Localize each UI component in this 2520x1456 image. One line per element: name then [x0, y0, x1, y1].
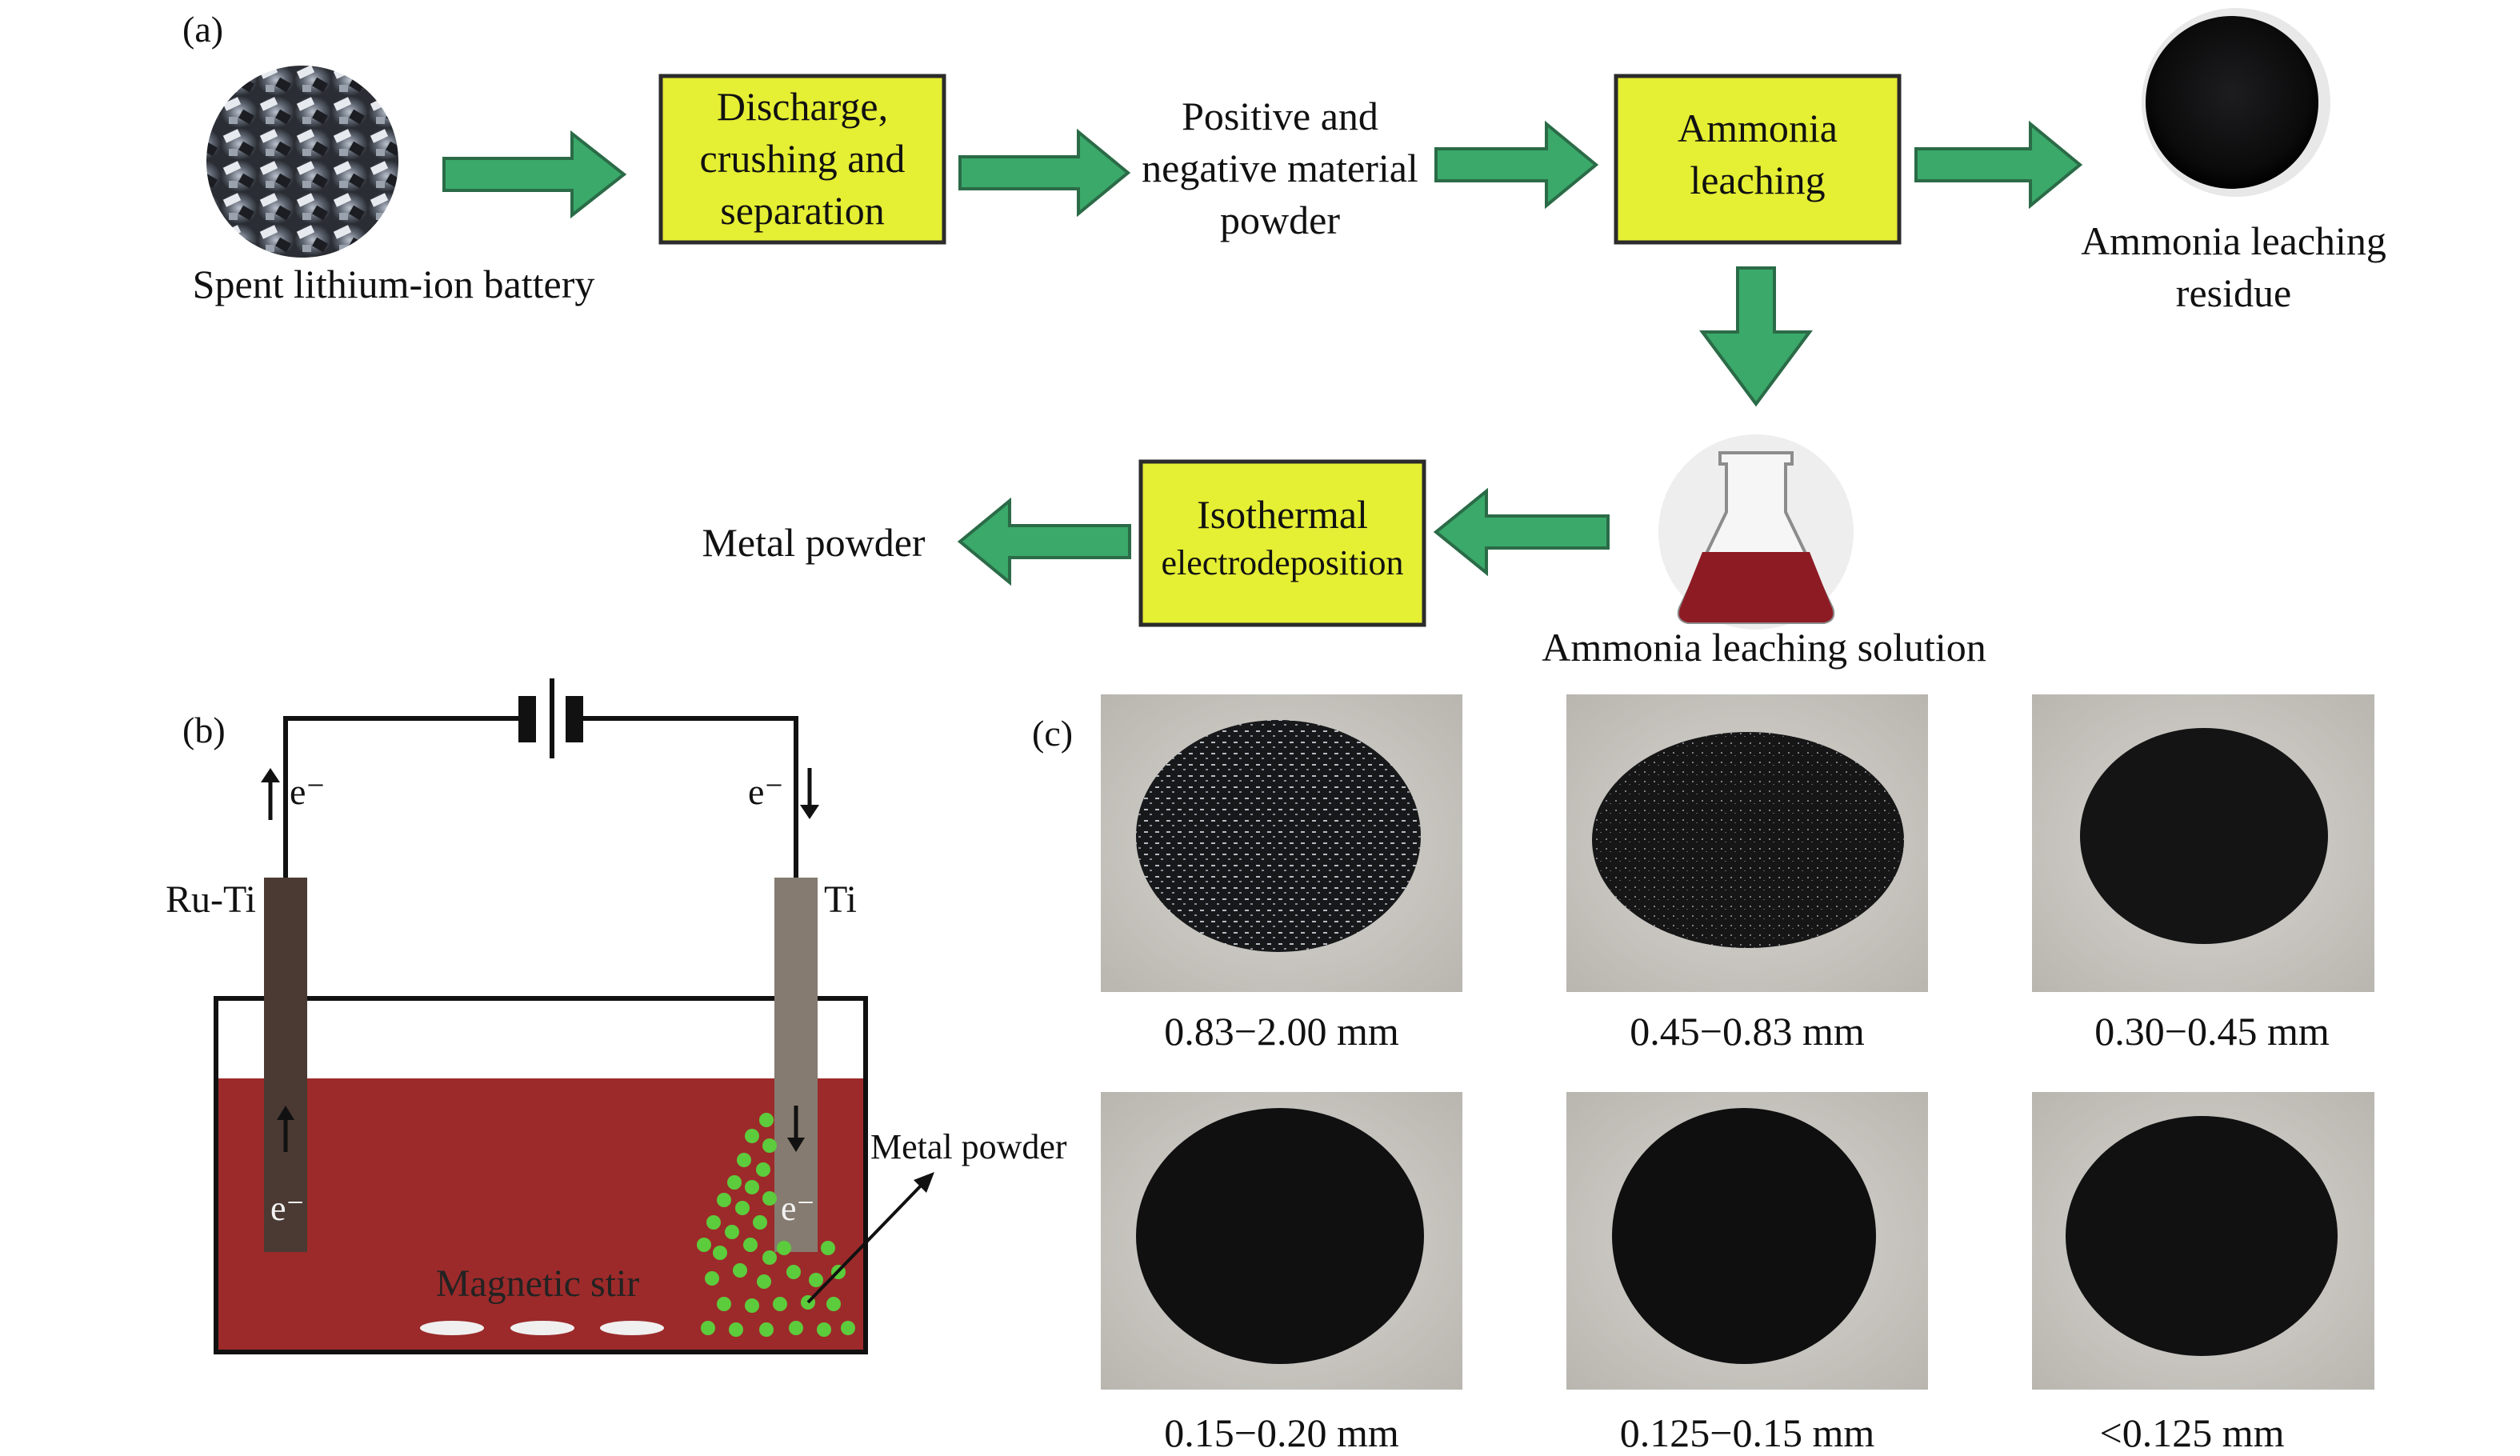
sample-photo-6	[2032, 1092, 2374, 1390]
battery-label: Spent lithium-ion battery	[193, 262, 595, 306]
sample-photo-5	[1566, 1092, 1928, 1390]
flow-arrow-5	[1433, 487, 1610, 577]
anode-ru-ti	[264, 878, 307, 1252]
cathode-ti	[774, 878, 818, 1252]
flow-arrow-3	[1434, 120, 1599, 210]
sample-label-2: 0.45−0.83 mm	[1630, 1009, 1865, 1054]
powder-line-3: powder	[1220, 198, 1340, 242]
panel-label-c: (c)	[1032, 713, 1073, 754]
panel-label-a: (a)	[182, 9, 223, 50]
cathode-label: Ti	[824, 878, 857, 921]
battery-image	[203, 62, 402, 261]
discharge-line-3: separation	[720, 188, 884, 233]
ammonia-leaching-box	[1614, 74, 1902, 245]
solution-flask-image	[1658, 434, 1854, 630]
anode-electron-arrow	[277, 1106, 294, 1152]
anode-electron-label: e⁻	[270, 1189, 305, 1228]
stir-bars	[420, 1321, 664, 1335]
cathode-electron-label: e⁻	[781, 1189, 815, 1228]
flow-arrow-2	[958, 128, 1131, 218]
electrodeposition-line-1: Isothermal	[1197, 492, 1368, 537]
flow-arrow-4	[1914, 120, 2083, 210]
metal-powder-label: Metal powder	[702, 520, 925, 565]
circuit-wire-right	[572, 716, 798, 878]
electron-label-top-left: e⁻	[290, 771, 326, 812]
magnetic-stir-label: Magnetic stir	[436, 1262, 640, 1305]
electron-label-top-right: e⁻	[748, 771, 784, 812]
sample-label-6: <0.125 mm	[2100, 1410, 2285, 1455]
sample-photo-3	[2032, 694, 2374, 992]
electrodeposition-line-2: electrodeposition	[1161, 543, 1403, 582]
electrodeposition-box	[1138, 459, 1426, 627]
sample-label-4: 0.15−0.20 mm	[1164, 1410, 1399, 1455]
metal-particles	[697, 1113, 855, 1337]
battery-symbol	[500, 678, 583, 758]
leaching-line-1: Ammonia	[1678, 106, 1838, 150]
residue-line-2: residue	[2176, 270, 2291, 315]
sample-label-3: 0.30−0.45 mm	[2094, 1009, 2330, 1054]
residue-line-1: Ammonia leaching	[2081, 218, 2386, 263]
anode-label: Ru-Ti	[166, 878, 256, 921]
metal-powder-pointer	[806, 1172, 934, 1304]
powder-line-1: Positive and	[1182, 94, 1378, 138]
discharge-crushing-box	[658, 74, 946, 245]
flow-arrow-6	[957, 497, 1131, 586]
discharge-line-2: crushing and	[700, 136, 906, 181]
cell-metal-powder-label: Metal powder	[870, 1127, 1067, 1166]
electron-flow-up-arrow	[261, 768, 280, 820]
flow-arrow-down	[1699, 266, 1813, 407]
sample-photo-1	[1101, 694, 1462, 992]
leaching-line-2: leaching	[1690, 158, 1825, 202]
powder-line-2: negative material	[1142, 146, 1418, 190]
sample-photo-2	[1566, 694, 1928, 992]
sample-label-5: 0.125−0.15 mm	[1620, 1410, 1875, 1455]
electron-flow-down-arrow	[800, 768, 819, 819]
sample-photo-4	[1101, 1092, 1462, 1390]
electrolytic-tank	[214, 996, 868, 1354]
flow-arrow-1	[442, 130, 627, 219]
sample-label-1: 0.83−2.00 mm	[1164, 1009, 1399, 1054]
panel-label-b: (b)	[182, 710, 226, 750]
cathode-electron-arrow	[787, 1106, 805, 1152]
circuit-wire	[283, 716, 500, 878]
solution-label: Ammonia leaching solution	[1542, 625, 1986, 670]
residue-image	[2142, 8, 2330, 197]
discharge-line-1: Discharge,	[717, 84, 888, 129]
